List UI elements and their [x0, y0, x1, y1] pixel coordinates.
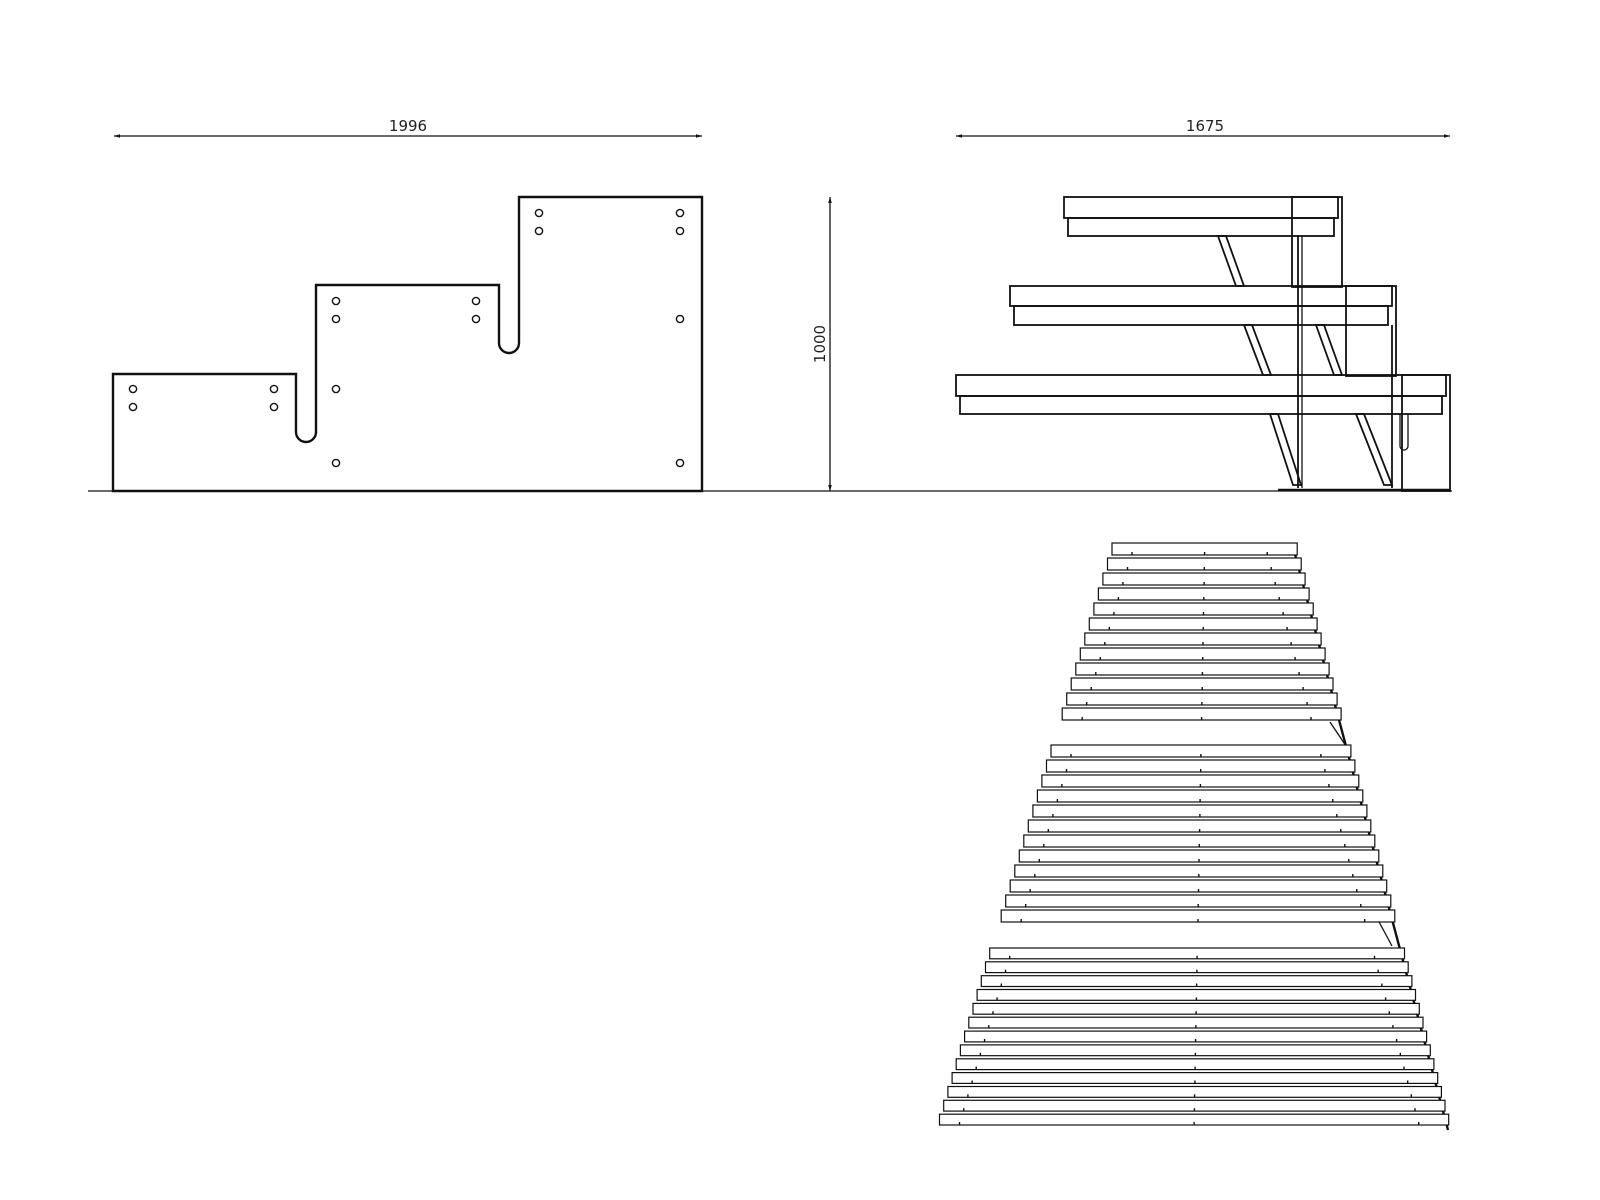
mounting-hole — [269, 402, 279, 412]
dimension-side-width-label: 1675 — [1186, 117, 1224, 135]
plan-brace-2 — [1377, 919, 1393, 947]
mounting-hole — [331, 314, 341, 324]
mounting-holes — [128, 208, 685, 468]
side-elevation — [955, 196, 1451, 492]
tier-bottom — [955, 374, 1447, 415]
frame-plate-middle — [1345, 285, 1397, 377]
frame-plate-bottom — [1401, 374, 1451, 492]
tier-top — [1063, 196, 1339, 237]
mounting-hole — [269, 384, 279, 394]
mounting-hole — [331, 296, 341, 306]
mounting-hole — [675, 458, 685, 468]
dimension-front-width: 1996 — [114, 117, 702, 138]
mounting-hole — [534, 226, 544, 236]
hook-detail — [1399, 414, 1409, 451]
dimension-height-label: 1000 — [811, 325, 829, 363]
tier-middle — [1009, 285, 1393, 326]
mounting-hole — [331, 384, 341, 394]
plan-view — [938, 542, 1450, 1131]
diagonal-legs — [1216, 235, 1394, 486]
mounting-hole — [331, 458, 341, 468]
dimension-front-width-label: 1996 — [389, 117, 427, 135]
stepped-side-panel — [111, 195, 704, 493]
mounting-hole — [471, 296, 481, 306]
dimension-side-width: 1675 — [956, 117, 1450, 138]
plan-brace-1 — [1329, 721, 1347, 747]
mounting-hole — [675, 314, 685, 324]
dimension-height: 1000 — [811, 197, 832, 491]
mounting-hole — [471, 314, 481, 324]
mounting-hole — [675, 208, 685, 218]
mounting-hole — [128, 384, 138, 394]
mounting-hole — [675, 226, 685, 236]
mounting-hole — [128, 402, 138, 412]
slat — [955, 1058, 1435, 1071]
frame-plate-top — [1291, 196, 1343, 288]
plan-slats — [938, 542, 1450, 1126]
mounting-hole — [534, 208, 544, 218]
front-elevation — [111, 195, 704, 493]
